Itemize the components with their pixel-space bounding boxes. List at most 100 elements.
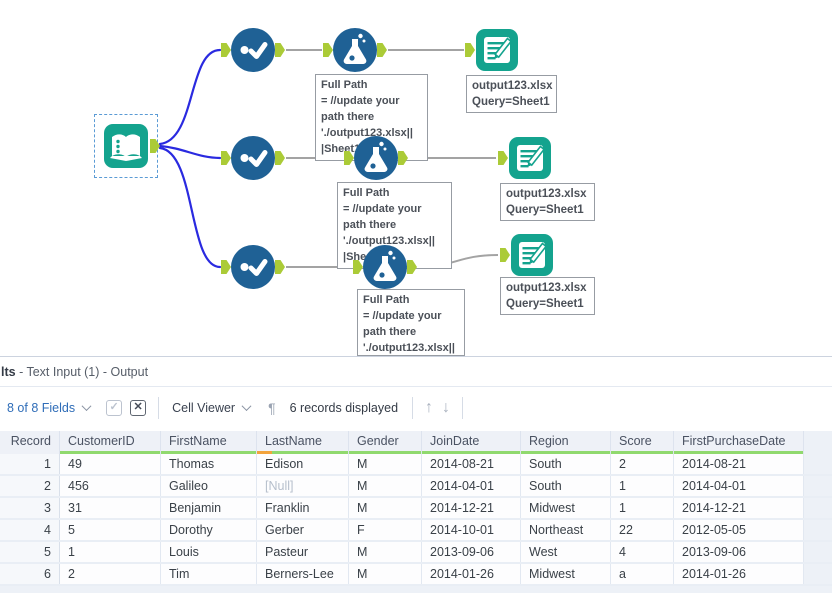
- select-tool-3[interactable]: [231, 245, 275, 289]
- column-quality-bar: [60, 451, 160, 454]
- table-cell: a: [611, 564, 674, 584]
- deselect-all-icon[interactable]: ✕: [130, 400, 147, 416]
- input-anchor[interactable]: [353, 260, 363, 274]
- column-quality-bar: [422, 451, 520, 454]
- input-anchor[interactable]: [500, 248, 510, 262]
- input-anchor[interactable]: [221, 151, 231, 165]
- select-all-checkbox-icon[interactable]: ✓: [106, 400, 123, 416]
- scroll-up-icon[interactable]: ↑: [425, 399, 434, 416]
- select-tool-2[interactable]: [231, 136, 275, 180]
- output-doc-icon: [484, 37, 513, 63]
- table-cell: 2: [60, 564, 161, 584]
- column-header-joindate[interactable]: JoinDate: [422, 431, 521, 454]
- table-cell: 1: [611, 498, 674, 518]
- output-data-tool-2[interactable]: [509, 137, 551, 179]
- table-cell: 49: [60, 454, 161, 474]
- input-anchor[interactable]: [221, 43, 231, 57]
- table-cell: 2: [611, 454, 674, 474]
- column-header-firstname[interactable]: FirstName: [161, 431, 257, 454]
- flask-icon: [343, 33, 367, 65]
- table-cell: 2: [0, 476, 60, 496]
- column-header-record[interactable]: Record: [0, 431, 60, 454]
- input-anchor[interactable]: [221, 260, 231, 274]
- column-quality-bar: [674, 451, 803, 454]
- table-cell: 2013-09-06: [674, 542, 804, 562]
- toolbar-divider: [462, 397, 464, 419]
- table-cell: 2014-04-01: [422, 476, 521, 496]
- formula-annotation-3[interactable]: Full Path = //update your path there './…: [357, 289, 465, 356]
- output-anchor[interactable]: [275, 151, 285, 165]
- output-anchor[interactable]: [398, 151, 408, 165]
- table-cell: Benjamin: [161, 498, 257, 518]
- book-icon: [110, 134, 142, 161]
- cell-viewer-dropdown[interactable]: Cell Viewer: [172, 401, 236, 415]
- select-check-icon: [240, 259, 268, 276]
- input-anchor[interactable]: [465, 43, 475, 57]
- table-cell: 22: [611, 520, 674, 540]
- input-anchor[interactable]: [344, 151, 354, 165]
- select-check-icon: [240, 150, 268, 167]
- formula-tool-2[interactable]: [354, 136, 398, 180]
- table-cell: 5: [60, 520, 161, 540]
- output-anchor[interactable]: [377, 43, 387, 57]
- table-cell: M: [349, 476, 422, 496]
- flask-icon: [364, 141, 388, 173]
- table-cell: 6: [0, 564, 60, 584]
- flask-icon: [373, 250, 397, 282]
- fields-dropdown[interactable]: 8 of 8 Fields: [7, 401, 76, 415]
- column-header-lastname[interactable]: LastName: [257, 431, 349, 454]
- column-header-customerid[interactable]: CustomerID: [60, 431, 161, 454]
- column-header-score[interactable]: Score: [611, 431, 674, 454]
- chevron-down-icon[interactable]: [81, 400, 92, 411]
- table-cell: Franklin: [257, 498, 349, 518]
- scroll-down-icon[interactable]: ↓: [442, 399, 451, 416]
- input-anchor[interactable]: [323, 43, 333, 57]
- column-header-gender[interactable]: Gender: [349, 431, 422, 454]
- formula-annotation-1[interactable]: Full Path = //update your path there './…: [315, 74, 428, 161]
- table-cell: Galileo: [161, 476, 257, 496]
- table-cell: 2014-08-21: [422, 454, 521, 474]
- input-anchor[interactable]: [498, 151, 508, 165]
- output-annotation-3[interactable]: output123.xlsx Query=Sheet1: [500, 277, 595, 316]
- column-quality-bar: [611, 451, 673, 454]
- text-input-tool[interactable]: [104, 124, 148, 168]
- table-cell: M: [349, 564, 422, 584]
- output-anchor[interactable]: [407, 260, 417, 274]
- output-annotation-2[interactable]: output123.xlsx Query=Sheet1: [500, 183, 595, 222]
- table-cell: 3: [0, 498, 60, 518]
- table-cell: 1: [0, 454, 60, 474]
- output-anchor[interactable]: [275, 260, 285, 274]
- whitespace-toggle-icon[interactable]: ¶: [268, 400, 276, 416]
- table-cell: South: [521, 476, 611, 496]
- output-data-tool-1[interactable]: [476, 29, 518, 71]
- chevron-down-icon[interactable]: [241, 400, 252, 411]
- select-tool-1[interactable]: [231, 28, 275, 72]
- results-panel: lts - Text Input (1) - Output 8 of 8 Fie…: [0, 356, 832, 593]
- column-header-region[interactable]: Region: [521, 431, 611, 454]
- table-cell: 31: [60, 498, 161, 518]
- output-annotation-1[interactable]: output123.xlsx Query=Sheet1: [466, 75, 557, 114]
- table-cell: Thomas: [161, 454, 257, 474]
- workflow-canvas[interactable]: Full Path = //update your path there './…: [0, 0, 832, 356]
- output-data-tool-3[interactable]: [511, 234, 553, 276]
- table-cell: 1: [611, 476, 674, 496]
- output-anchor[interactable]: [275, 43, 285, 57]
- table-cell: Midwest: [521, 564, 611, 584]
- output-anchor[interactable]: [150, 139, 160, 153]
- output-doc-icon: [517, 145, 546, 171]
- results-title-bold: lts: [1, 365, 16, 379]
- table-cell: Midwest: [521, 498, 611, 518]
- table-cell: 2014-01-26: [422, 564, 521, 584]
- formula-tool-3[interactable]: [363, 245, 407, 289]
- column-header-firstpurchasedate[interactable]: FirstPurchaseDate: [674, 431, 804, 454]
- formula-tool-1[interactable]: [333, 28, 377, 72]
- table-cell: Edison: [257, 454, 349, 474]
